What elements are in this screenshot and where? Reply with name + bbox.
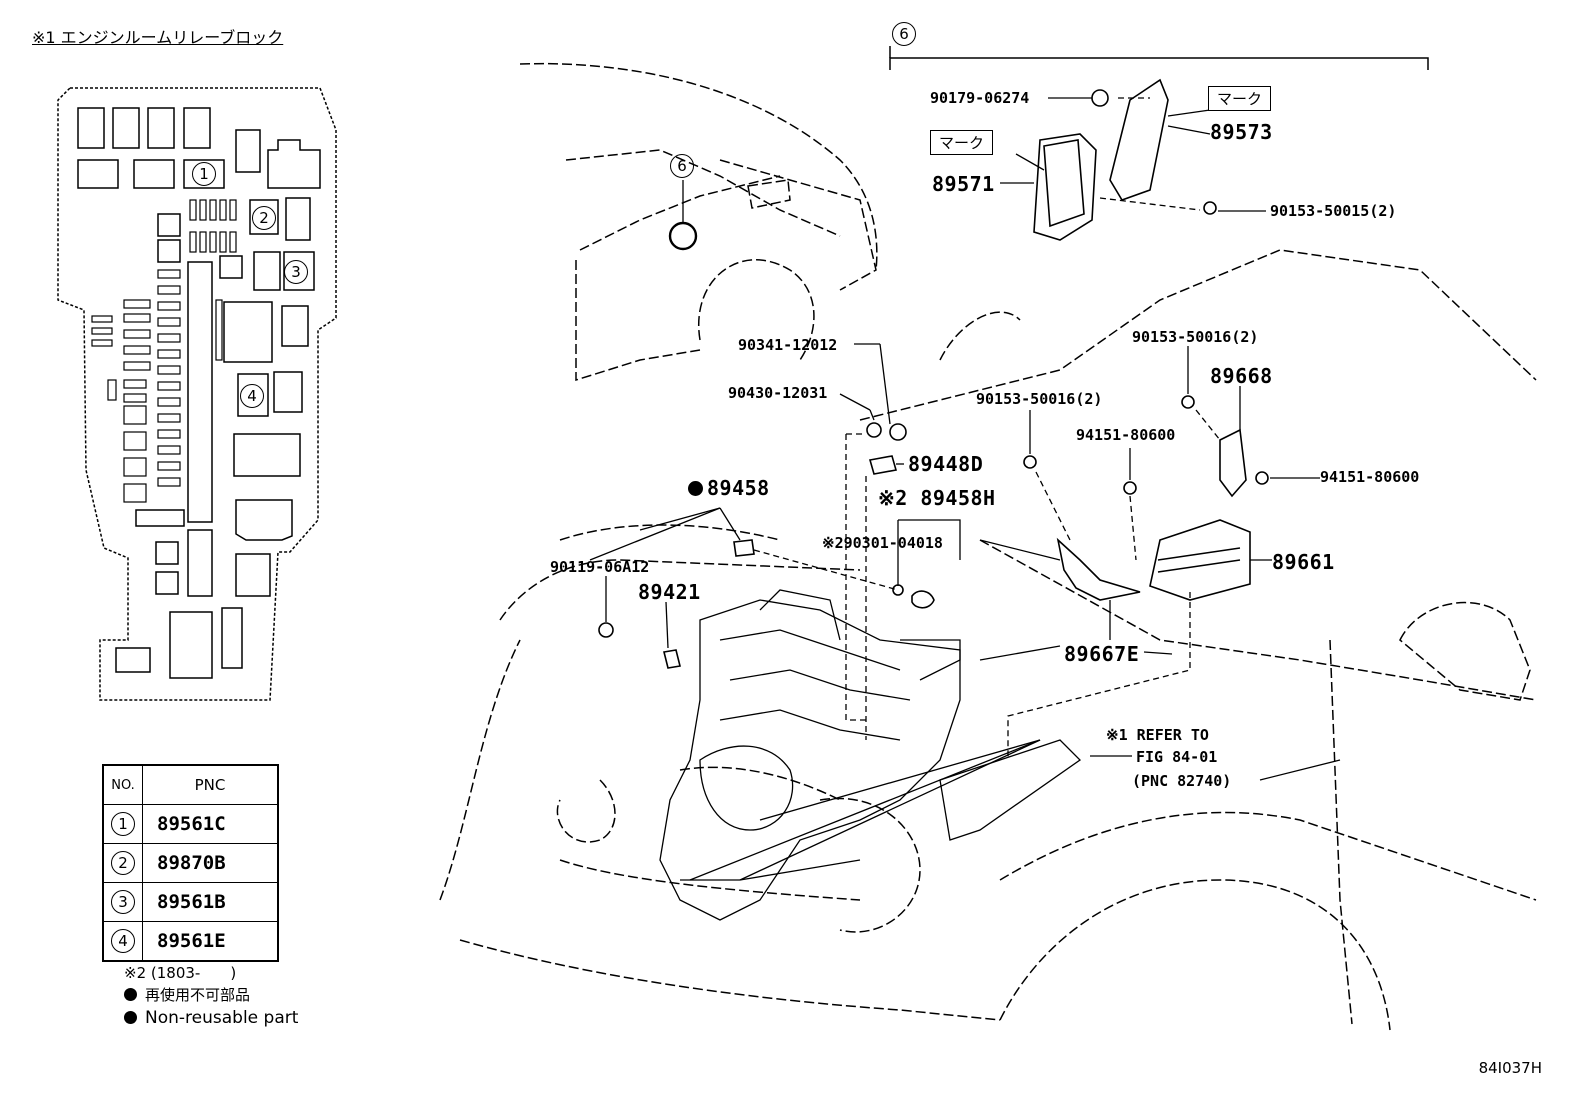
part-94151-80600-a: 94151-80600	[1076, 426, 1176, 444]
relay-block-cells	[77, 107, 321, 679]
table-row: 2 89870B	[102, 843, 279, 883]
refer-line-3: (PNC 82740)	[1132, 772, 1232, 790]
group6-marker: 6	[892, 22, 916, 46]
bracket-89573-shape	[1109, 78, 1169, 201]
pnc-table-header: NO. PNC	[102, 764, 279, 805]
part-90153-50016-b: 90153-50016(2)	[976, 390, 1103, 408]
legend-en: Non-reusable part	[145, 1008, 299, 1028]
car-front-outline	[439, 249, 1537, 1031]
relay-marker-2: 2	[252, 206, 276, 230]
mark-label-2: マーク	[930, 130, 994, 155]
table-row: 1 89561C	[102, 804, 279, 844]
part-90153-50015: 90153-50015(2)	[1270, 202, 1397, 220]
part-90153-50016-a: 90153-50016(2)	[1132, 328, 1259, 346]
part-89668: 89668	[1210, 364, 1273, 388]
relay-marker-4: 4	[240, 384, 264, 408]
legend-en-row: Non-reusable part	[124, 1008, 298, 1028]
relay-block-title: ※1 エンジンルームリレーブロック	[32, 28, 284, 47]
row-no: 3	[111, 890, 135, 914]
row-pnc: 89561C	[142, 804, 279, 844]
note-star2: ※2 (1803- )	[124, 964, 237, 982]
part-89573: 89573	[1210, 120, 1273, 144]
part-89571: 89571	[932, 172, 995, 196]
table-row: 4 89561E	[102, 921, 279, 962]
table-row: 3 89561B	[102, 882, 279, 922]
part-89448D: 89448D	[908, 452, 984, 476]
part-89458-row: 89458	[688, 476, 770, 500]
bracket-89667E-shape	[1056, 537, 1141, 601]
refer-line-1: ※1 REFER TO	[1106, 726, 1209, 744]
part-90301-04018: ※290301-04018	[822, 534, 943, 552]
engine-outline	[659, 589, 1082, 921]
sensor-89571-shape	[1033, 133, 1097, 241]
row-no: 2	[111, 851, 135, 875]
bracket-89668-shape	[1219, 428, 1247, 498]
relay-block-fuses	[91, 199, 237, 503]
pnc-table: NO. PNC 1 89561C 2 89870B 3 89561B 4 895…	[102, 764, 279, 962]
header-pnc: PNC	[142, 764, 279, 805]
row-pnc: 89561B	[142, 882, 279, 922]
part-90119-06A12: 90119-06A12	[550, 558, 650, 576]
refer-line-2: FIG 84-01	[1136, 748, 1218, 766]
row-pnc: 89561E	[142, 921, 279, 962]
group6-bracket	[889, 57, 1429, 70]
part-89458H: ※2 89458H	[878, 486, 996, 510]
figure-code: 84I037H	[1478, 1059, 1542, 1077]
part-89421: 89421	[638, 580, 701, 604]
mark-label-1: マーク	[1208, 86, 1272, 111]
row-no: 1	[111, 812, 135, 836]
row-no: 4	[111, 929, 135, 953]
part-89661: 89661	[1272, 550, 1335, 574]
part-89458: 89458	[707, 476, 770, 500]
row-pnc: 89870B	[142, 843, 279, 883]
leader-lines	[589, 97, 1341, 881]
ecu-89661-shape	[1149, 519, 1251, 601]
part-90430-12031: 90430-12031	[728, 384, 828, 402]
part-89667E: 89667E	[1064, 642, 1140, 666]
header-no: NO.	[102, 764, 143, 805]
part-90341-12012: 90341-12012	[738, 336, 838, 354]
non-reusable-dot-icon	[124, 1011, 137, 1024]
part-90179-06274: 90179-06274	[930, 89, 1030, 107]
part-94151-80600-b: 94151-80600	[1320, 468, 1420, 486]
relay-marker-3: 3	[284, 260, 308, 284]
non-reusable-dot-icon	[124, 988, 137, 1001]
non-reusable-dot-icon	[688, 481, 703, 496]
car-rear-outline	[519, 62, 878, 382]
relay-marker-1: 1	[192, 162, 216, 186]
legend-jp-row: 再使用不可部品	[124, 984, 250, 1005]
part-shapes	[598, 78, 1269, 669]
car-location-marker: 6	[670, 154, 694, 178]
legend-jp: 再使用不可部品	[145, 986, 251, 1004]
relay-block-outline	[57, 87, 337, 701]
